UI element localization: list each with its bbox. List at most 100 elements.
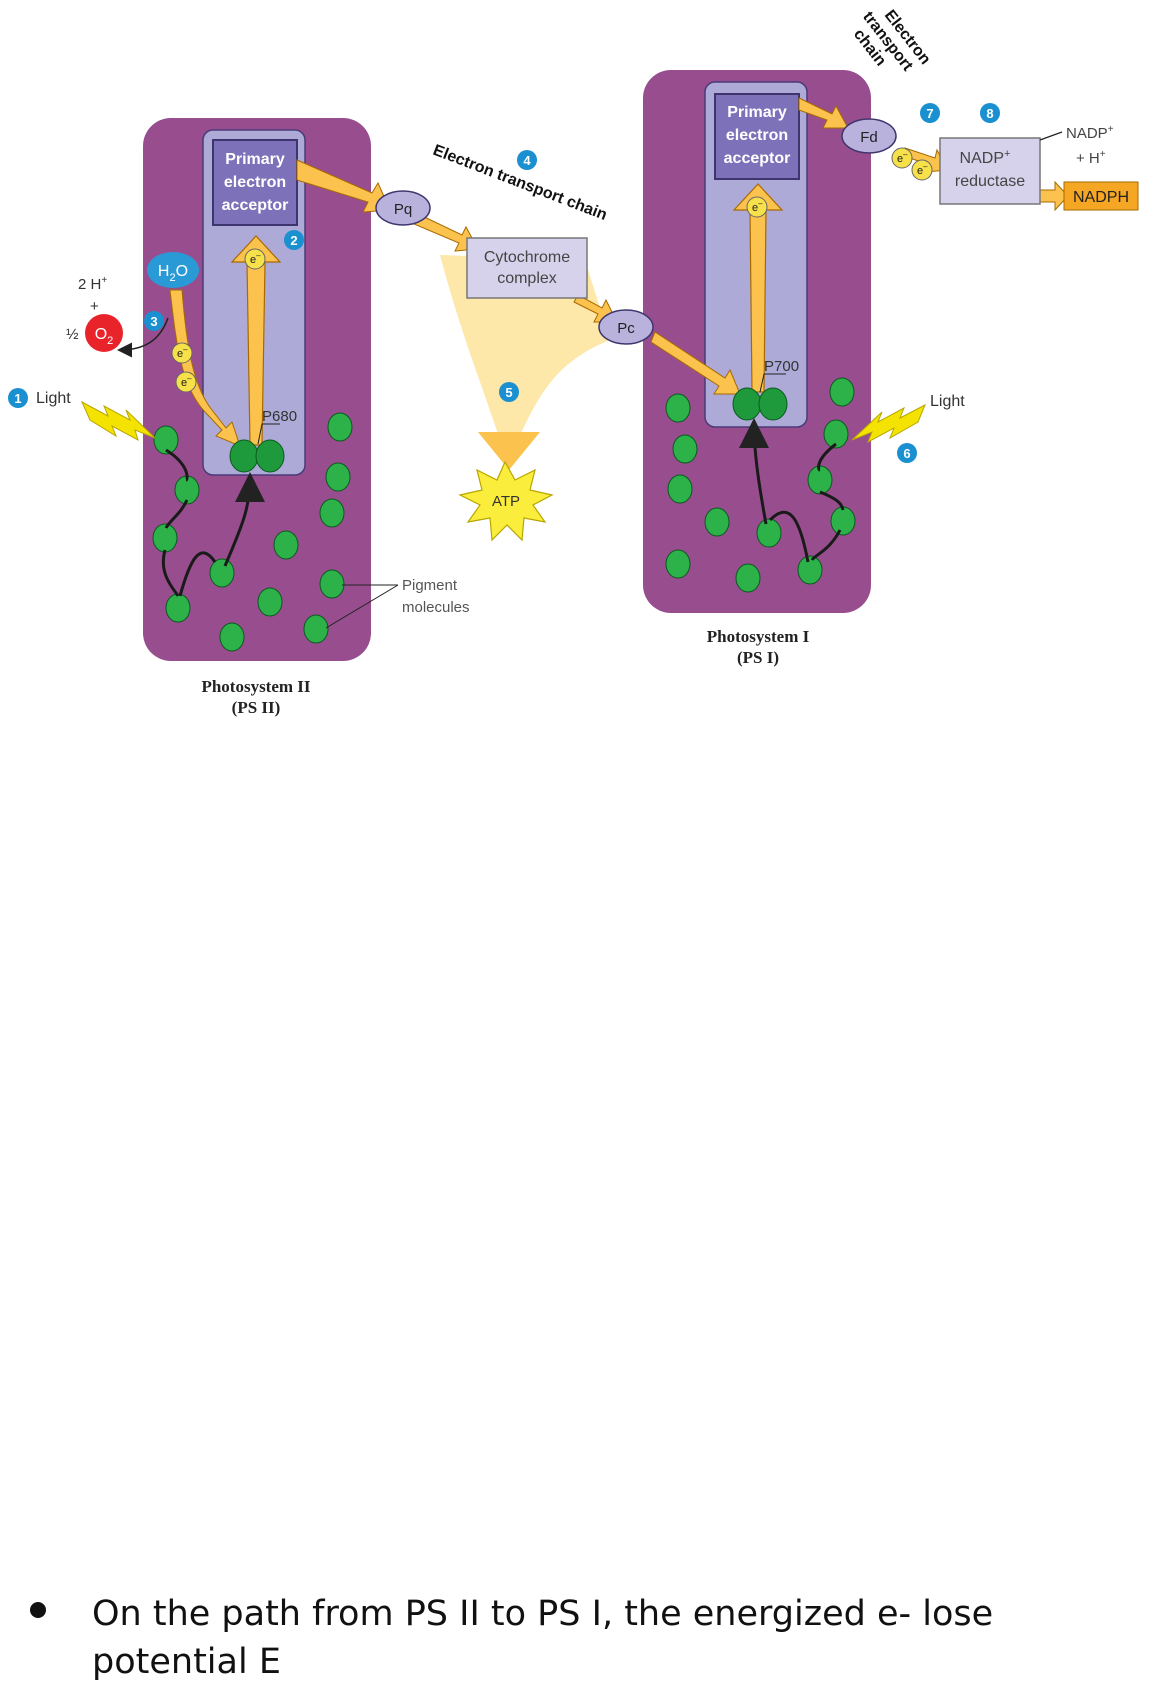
cytochrome-line-1: Cytochrome <box>484 249 570 266</box>
fd-label: Fd <box>860 129 878 146</box>
nadph-label: NADPH <box>1073 189 1129 206</box>
ps2-pigment <box>257 587 283 617</box>
electron-fd-b <box>911 159 933 181</box>
ps1-pigment <box>704 507 730 537</box>
ps1-pigment <box>830 506 856 536</box>
pq-carrier <box>375 190 431 226</box>
reductase-line-2: reductase <box>955 173 1025 190</box>
p680-pigment-left <box>229 439 259 473</box>
arrow-pc-to-p700 <box>650 331 741 395</box>
protons-plus: + <box>90 298 99 315</box>
light-label-left: Light <box>36 390 71 407</box>
nadp-input-line <box>1039 131 1063 141</box>
electrons <box>171 147 933 393</box>
ps1-pigment <box>665 549 691 579</box>
ps1-acceptor-line-3: acceptor <box>724 150 791 167</box>
step-3-label: 3 <box>150 314 157 329</box>
cytochrome-line-2: complex <box>497 270 557 287</box>
electron-fd-a <box>891 147 913 169</box>
ps2-pigment <box>319 498 345 528</box>
atp-arrow <box>478 432 540 470</box>
pc-carrier <box>598 309 654 345</box>
step-7-badge <box>920 103 940 123</box>
p700-leader <box>759 373 786 393</box>
step-5-label: 5 <box>505 385 512 400</box>
ps1-name: Photosystem I <box>707 627 810 646</box>
p700-label: P700 <box>764 358 799 375</box>
nadp-input-label: NADP+ <box>1066 124 1114 142</box>
ps1-pigment <box>797 555 823 585</box>
ps1-acceptor-line-1: Primary <box>727 104 787 121</box>
arrow-ps1-to-fd <box>798 97 849 129</box>
step-5-badge <box>499 382 519 402</box>
atp-label: ATP <box>492 493 520 510</box>
electron-water-a <box>171 342 193 364</box>
fd-carrier <box>841 118 897 154</box>
electron-label-6: e– <box>917 162 928 177</box>
step-1-label: 1 <box>14 391 21 406</box>
step-8-label: 8 <box>986 106 993 121</box>
ps2-pigment <box>152 523 178 553</box>
pigment-label-line-2: molecules <box>402 599 470 616</box>
ps1-pigment <box>823 419 849 449</box>
electron-label-4: e– <box>181 374 192 389</box>
step-4-label: 4 <box>523 153 531 168</box>
ps1-pigment <box>756 518 782 548</box>
ps2-pigment <box>209 558 235 588</box>
step-badges: 1 2 3 4 5 6 7 8 <box>8 103 1000 463</box>
oxygen-release-arrow <box>117 317 169 358</box>
light-bolt-left-icon <box>80 400 156 442</box>
step-2-label: 2 <box>290 233 297 248</box>
atp-starburst <box>458 460 554 542</box>
electron-water-b <box>175 371 197 393</box>
ps1-abbr: (PS I) <box>737 648 779 667</box>
electron-ps1-a <box>746 196 768 218</box>
p700-pigment-right <box>758 387 788 421</box>
oxygen-molecule <box>85 314 123 352</box>
step-6-label: 6 <box>903 446 910 461</box>
step-4-badge <box>517 150 537 170</box>
electron-label-2: e– <box>752 199 763 214</box>
pigment-leader-lines <box>325 584 399 629</box>
ps2-pigment <box>327 412 353 442</box>
ps2-abbr: (PS II) <box>232 698 281 717</box>
ps2-excitation-arrow <box>230 235 282 446</box>
pigment-label-line-1: Pigment <box>402 577 458 594</box>
oxygen-half-label: ½ <box>66 326 79 343</box>
ps1-primary-acceptor-box <box>714 93 800 180</box>
atp-energy-funnel <box>440 255 610 440</box>
ps1-acceptor-line-2: electron <box>726 127 788 144</box>
ps1-pigment <box>672 434 698 464</box>
ps2-energy-transfer-path <box>161 448 250 597</box>
step-1-badge <box>8 388 28 408</box>
bullet-text: On the path from PS II to PS I, the ener… <box>92 1594 994 1682</box>
diagram-svg: Primary electron acceptor Primary electr… <box>8 7 1139 717</box>
step-2-badge <box>284 230 304 250</box>
ps2-pigment <box>219 622 245 652</box>
ps1-pigment <box>829 377 855 407</box>
p700-pigment-left <box>732 387 762 421</box>
pq-label: Pq <box>394 201 412 218</box>
p680-pigment-right <box>255 439 285 473</box>
arrow-reductase-to-nadph <box>1039 180 1069 212</box>
ps2-pigment <box>273 530 299 560</box>
ps1-pigment <box>667 474 693 504</box>
ps1-pigment <box>735 563 761 593</box>
ps2-primary-acceptor-box <box>212 139 298 226</box>
electron-label-3: e– <box>177 345 188 360</box>
electron-ps2-a <box>244 248 266 270</box>
light-bolt-right-icon <box>851 403 926 444</box>
step-7-label: 7 <box>926 106 933 121</box>
electron-label-5: e– <box>897 150 908 165</box>
ps2-pigment <box>165 593 191 623</box>
electron-labels: e– e– e– e– e– e– <box>177 150 928 389</box>
caption: On the path from PS II to PS I, the ener… <box>0 790 1154 1682</box>
ps2-pigment <box>319 569 345 599</box>
ps2-pigment <box>303 614 329 644</box>
cytochrome-complex <box>466 237 588 299</box>
light-label-right: Light <box>930 393 965 410</box>
water-label: H2O <box>158 263 188 284</box>
ps2-acceptor-line-2: electron <box>224 174 286 191</box>
step-3-badge <box>144 311 164 331</box>
ps2-pigment <box>153 425 179 455</box>
